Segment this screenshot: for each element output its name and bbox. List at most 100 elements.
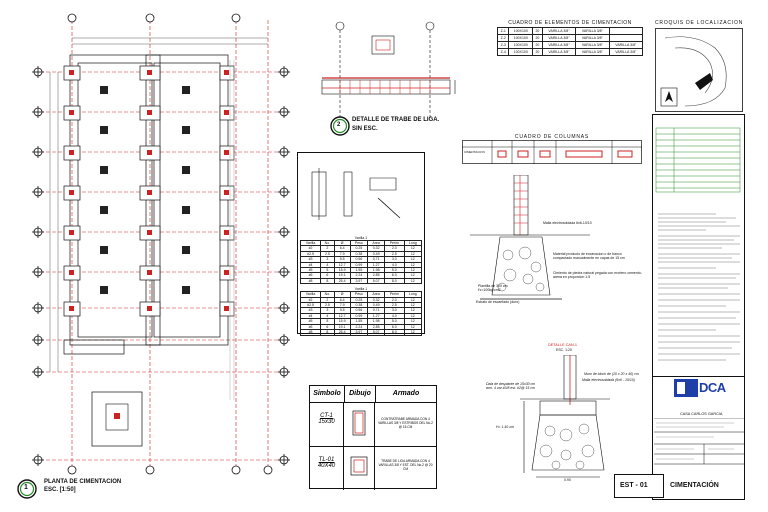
castle-depth-label: H= 1.40 cm <box>496 425 514 429</box>
rebar-cell: 3.97 <box>349 329 369 336</box>
rebar-cell: 15.9 <box>333 318 351 325</box>
elements-cell: Z-2 <box>496 34 510 42</box>
elements-cell: Z-4 <box>496 48 510 56</box>
rebar-cell: 12 <box>403 272 423 279</box>
wall-soil-label: Estrato de escarifado (duro) <box>476 300 520 304</box>
elements-cell: VARILLA 3/8" <box>575 34 610 42</box>
elements-cell: 20 <box>532 48 543 56</box>
columns-row-label: CIMENTACION <box>464 150 485 154</box>
rebar-cell: 8 <box>320 277 335 285</box>
rebar-cell: 25.4 <box>333 329 351 336</box>
title-block <box>652 376 745 500</box>
rebar-header-cell: Area <box>367 239 385 247</box>
plan-title: PLANTA DE CIMENTACION <box>44 479 122 485</box>
rebar-cell: 12 <box>403 312 423 320</box>
elements-cell: 100X100 <box>508 27 534 35</box>
symbol-desc: CONTRATRABE ARMADA CON 4 VARILLAS 3/8 Y … <box>378 417 433 429</box>
columns-table-title: CUADRO DE COLUMNAS <box>514 134 590 140</box>
symbol-code: CT-1 <box>320 413 333 419</box>
elements-cell: VARILLA 3/8" <box>541 34 577 42</box>
elements-cell: 100X100 <box>508 41 534 49</box>
rebar-cell: #2.5 <box>299 250 322 258</box>
rebar-cell: 15.9 <box>333 266 351 274</box>
specs-panel <box>652 114 745 380</box>
symbol-size: 15x30 <box>318 419 335 425</box>
rebar-cell: 1.98 <box>367 266 385 274</box>
rebar-header-cell: Long <box>403 291 423 298</box>
elements-cell: 20 <box>532 41 543 49</box>
elements-cell: Z-1 <box>496 27 510 35</box>
sheet-code-box <box>614 474 664 498</box>
rebar-cell: 12 <box>403 296 423 304</box>
rebar-cell: 6.4 <box>333 296 351 304</box>
location-title: CROQUIS DE LOCALIZACION <box>655 20 744 26</box>
rebar-cell: #2 <box>299 245 322 252</box>
rebar-header-cell: Ø <box>333 291 351 298</box>
rebar-cell: 12 <box>403 302 423 309</box>
wall-fill-label: Material producto de excavacion o de ban… <box>553 252 625 261</box>
plan-scale: ESC. [1:50] <box>44 487 76 493</box>
elements-cell: VARILLA 3/8" <box>541 48 577 56</box>
elements-cell: VARILLA 3/8" <box>575 27 610 35</box>
elements-cell: 100X100 <box>508 34 534 42</box>
elements-cell: VARILLA 3/8" <box>541 27 577 35</box>
rebar-cell: 7.9 <box>333 302 351 309</box>
specs-legend <box>655 127 741 193</box>
wall-detail-drawing <box>470 175 590 300</box>
rebar-cell: 8 <box>320 329 335 336</box>
castle-scale: ESC. 1:20 <box>556 348 572 352</box>
rebar-cell: 12 <box>403 307 423 314</box>
rebar-cell: 12 <box>403 266 423 274</box>
rebar-cell: 25.4 <box>333 277 351 285</box>
rebar-header-cell: Varilla <box>299 239 322 247</box>
rebar-cell: 12 <box>403 250 423 258</box>
rebar-cell: 5.07 <box>367 329 385 336</box>
sheet-name: CIMENTACIÓN <box>670 482 719 489</box>
elements-cell: 20 <box>532 27 543 35</box>
rebar-cell: 12 <box>403 329 423 336</box>
rebar-header-cell: Area <box>367 291 385 298</box>
elements-table-title: CUADRO DE ELEMENTOS DE CIMENTACION <box>508 20 632 26</box>
rebar-cell: 9.5 <box>333 307 351 314</box>
symbol-drawing <box>350 456 368 476</box>
rebar-cell: 2.85 <box>367 323 385 331</box>
rebar-header-cell: Long <box>403 239 423 247</box>
elements-cell: VARILLA 3/8" <box>575 41 610 49</box>
rebar-cell: #6 <box>299 323 322 331</box>
rebar-cell: 2.85 <box>367 272 385 279</box>
castle-width-label: 0.90 <box>564 478 571 482</box>
rebar-cell: #6 <box>299 272 322 279</box>
rebar-cell: 12.7 <box>333 261 351 269</box>
rebar-cell: 19.1 <box>333 323 351 331</box>
rebar-cell: 3.97 <box>349 277 369 285</box>
rebar-cell: #5 <box>299 318 322 325</box>
elements-cell: VARILLA 3/8" <box>608 48 644 56</box>
beam-detail-number: 2 <box>337 122 341 128</box>
symbols-row: CT-1 15x30 CONTRATRABE ARMADA CON 4 VARI… <box>310 403 436 447</box>
beam-detail-drawing <box>321 21 456 136</box>
rebar-cell: 12.7 <box>333 312 351 320</box>
rebar-cell: 12 <box>403 323 423 331</box>
symbol-size: 40X40 <box>317 463 336 469</box>
rebar-cell: 19.1 <box>333 272 351 279</box>
rebar-cell: 8.0 <box>384 329 405 336</box>
castle-detail-drawing <box>520 355 610 478</box>
rebar-cell: 1.27 <box>367 261 385 269</box>
rebar-cell: 0.49 <box>367 250 385 258</box>
rebar-cell: 12 <box>403 318 423 325</box>
plan-title-marker <box>17 479 37 499</box>
